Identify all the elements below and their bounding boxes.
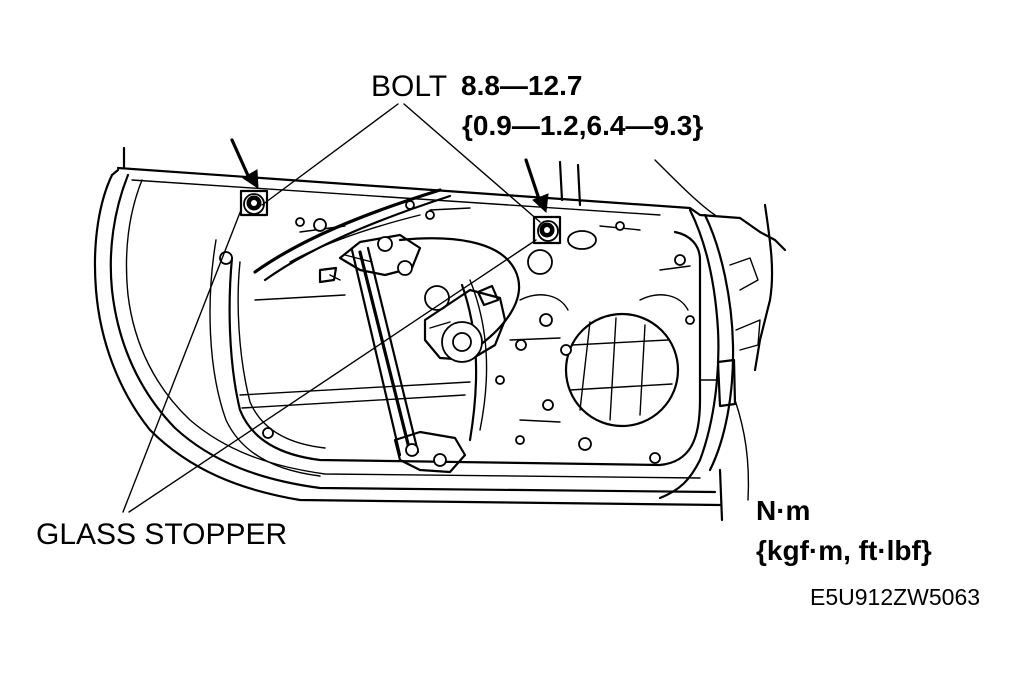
torque-value-nm: 8.8—12.7 xyxy=(461,70,583,101)
glass-stopper-left xyxy=(239,189,269,217)
unit-legend-primary: N·m xyxy=(756,495,811,526)
glass-stopper-label: GLASS STOPPER xyxy=(36,518,288,551)
door-outer-shell xyxy=(93,146,787,522)
unit-legend-secondary: {kgf·m, ft·lbf} xyxy=(756,535,932,566)
window-regulator xyxy=(253,188,521,474)
bolt-leader-lines xyxy=(261,103,541,223)
figure-id: E5U912ZW5063 xyxy=(810,584,981,610)
bolt-arrow-right xyxy=(524,158,549,214)
inner-door-panel xyxy=(209,193,702,477)
bolt-label: BOLT xyxy=(371,70,448,103)
glass-stopper-leader-lines xyxy=(122,209,537,513)
glass-stopper-right xyxy=(532,215,562,245)
torque-value-alt-units: {0.9—1.2,6.4—9.3} xyxy=(462,110,704,141)
bolt-arrow-left xyxy=(230,138,259,189)
